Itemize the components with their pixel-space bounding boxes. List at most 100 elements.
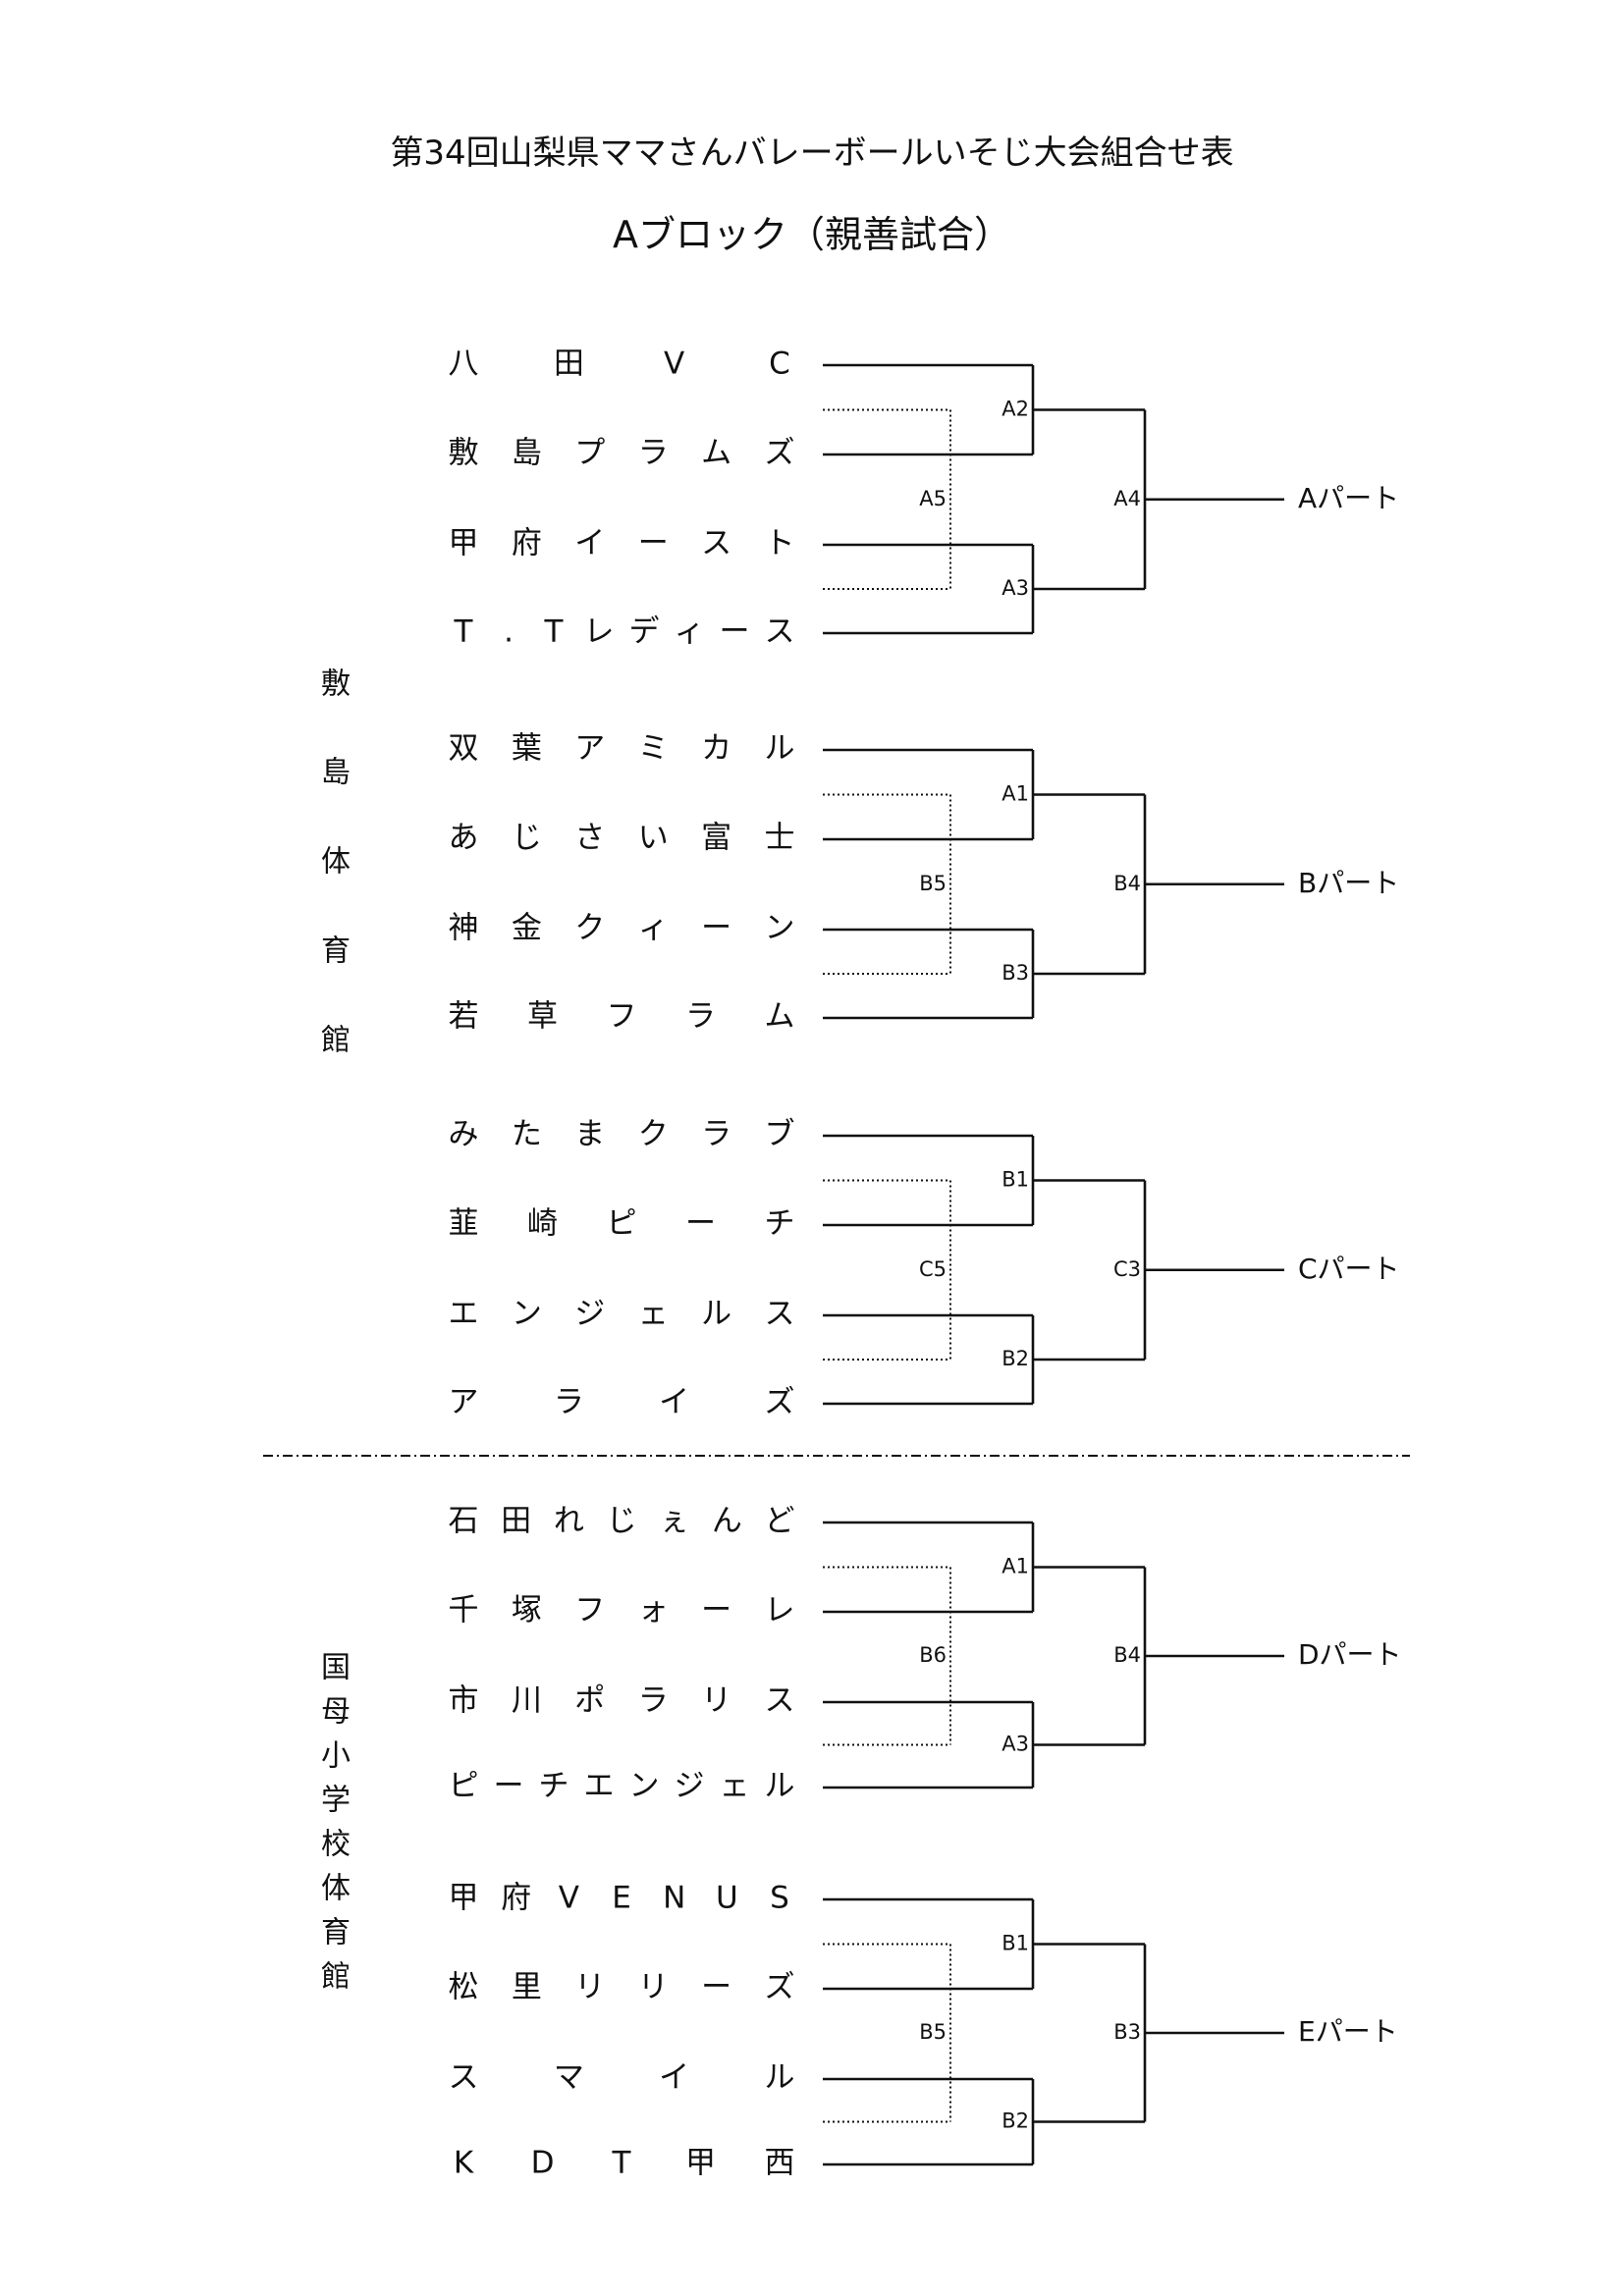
venue-label-char: 館 (321, 1960, 351, 1995)
team-name-char: ぇ (659, 1504, 689, 1539)
team-name-char: C (769, 347, 790, 382)
team-name-char: ラ (554, 1385, 584, 1420)
team-name-char: 松 (449, 1970, 479, 2005)
match-label: A4 (1113, 487, 1141, 510)
team-name-char: ス (701, 526, 731, 561)
team-name-char: ピ (449, 1769, 479, 1804)
match-label: B4 (1113, 872, 1141, 895)
team-name-char: チ (539, 1769, 569, 1804)
team-name-char: ェ (638, 1297, 669, 1332)
match-label: A1 (1001, 782, 1029, 806)
team-name-char: ん (712, 1504, 742, 1539)
team-name-char: ポ (574, 1683, 605, 1719)
team-name-char: ル (765, 1769, 795, 1804)
team-name-char: 府 (512, 526, 542, 561)
team-name-char: 府 (501, 1881, 531, 1916)
team-name-char: 甲 (685, 2146, 716, 2181)
team-name-char: ー (701, 1970, 731, 2005)
team-name-char: U (716, 1881, 738, 1916)
team-name-char: み (449, 1117, 479, 1152)
team-name-char: ィ (638, 911, 669, 946)
team-name-char: ス (449, 2060, 479, 2096)
team-name-char: ム (765, 999, 795, 1035)
team-name-char: 金 (512, 911, 542, 946)
team-name-char: 塚 (512, 1593, 542, 1629)
venue-label-char: 育 (321, 934, 351, 969)
team-name-char: 千 (449, 1593, 479, 1629)
team-name-char: レ (765, 1593, 795, 1629)
team-name-char: ミ (638, 731, 669, 767)
part-label: Cパート (1298, 1253, 1400, 1285)
document-title: 第34回山梨県ママさんバレーボールいそじ大会組合せ表 (390, 133, 1234, 173)
team-name-char: T (544, 614, 565, 650)
team-name-char: ェ (720, 1769, 750, 1804)
match-label: B2 (1001, 2109, 1029, 2133)
team-name-char: デ (629, 614, 660, 650)
team-name-char: イ (659, 1385, 689, 1420)
team-name-char: じ (607, 1504, 637, 1539)
team-name-char: ー (720, 614, 750, 650)
team-name-char: フ (574, 1593, 605, 1629)
team-name-char: れ (554, 1504, 584, 1539)
match-label: A3 (1001, 1733, 1029, 1756)
team-name-char: ア (449, 1385, 479, 1420)
team-name-char: V (664, 347, 684, 382)
team-name-char: ン (629, 1769, 660, 1804)
team-name-char: 八 (449, 347, 479, 382)
team-name-char: リ (638, 1970, 669, 2005)
part-label: Eパート (1298, 2015, 1398, 2048)
team-name-char: V (559, 1881, 579, 1916)
team-name-char: ズ (765, 436, 795, 471)
part-label: Bパート (1298, 867, 1399, 899)
part-label: Dパート (1298, 1638, 1402, 1671)
venue-label-char: 館 (321, 1024, 351, 1058)
team-name-char: T (612, 2146, 632, 2181)
match-label: C5 (919, 1257, 947, 1281)
team-name-char: ブ (765, 1117, 795, 1152)
team-name-char: ラ (685, 999, 716, 1035)
team-name-char: ン (512, 1297, 542, 1332)
team-name-char: ズ (765, 1385, 795, 1420)
team-name-char: 草 (527, 999, 558, 1035)
team-name-char: リ (701, 1683, 731, 1719)
team-name-char: 市 (449, 1683, 479, 1719)
team-name-char: T (454, 614, 474, 650)
team-name-char: じ (512, 821, 542, 856)
team-name-char: ど (765, 1504, 795, 1539)
team-name-char: ジ (574, 1297, 605, 1332)
team-name-char: マ (554, 2060, 584, 2096)
team-name-char: 韮 (449, 1206, 479, 1242)
team-name-char: 甲 (449, 526, 479, 561)
match-label: B1 (1001, 1932, 1029, 1955)
team-name-char: 川 (512, 1683, 542, 1719)
team-name-char: エ (449, 1297, 479, 1332)
team-name-char: 田 (554, 347, 584, 382)
team-name-char: ア (574, 731, 605, 767)
team-name-char: 士 (765, 821, 795, 856)
team-name-char: ー (701, 1593, 731, 1629)
team-name-char: 神 (449, 911, 479, 946)
match-label: A5 (919, 487, 947, 510)
team-name-char: い (638, 821, 669, 856)
venue-label-char: 体 (321, 845, 351, 880)
team-name-char: 若 (449, 999, 479, 1035)
team-name-char: 里 (512, 1970, 542, 2005)
team-name-char: イ (659, 2060, 689, 2096)
team-name-char: . (504, 614, 514, 650)
team-name-char: あ (449, 821, 479, 856)
team-name-char: 西 (765, 2146, 795, 2181)
match-label: B5 (919, 872, 947, 895)
venue-label-char: 学 (321, 1784, 351, 1818)
match-label: B2 (1001, 1347, 1029, 1370)
team-name-char: ラ (701, 1117, 731, 1152)
team-name-char: チ (765, 1206, 795, 1242)
match-label: B5 (919, 2020, 947, 2044)
team-name-char: ズ (765, 1970, 795, 2005)
match-label: C3 (1113, 1257, 1141, 1281)
venue-label-char: 体 (321, 1872, 351, 1906)
venue-label-char: 島 (321, 756, 351, 790)
team-name-char: ル (701, 1297, 731, 1332)
match-label: B1 (1001, 1168, 1029, 1192)
team-name-char: ジ (675, 1769, 705, 1804)
